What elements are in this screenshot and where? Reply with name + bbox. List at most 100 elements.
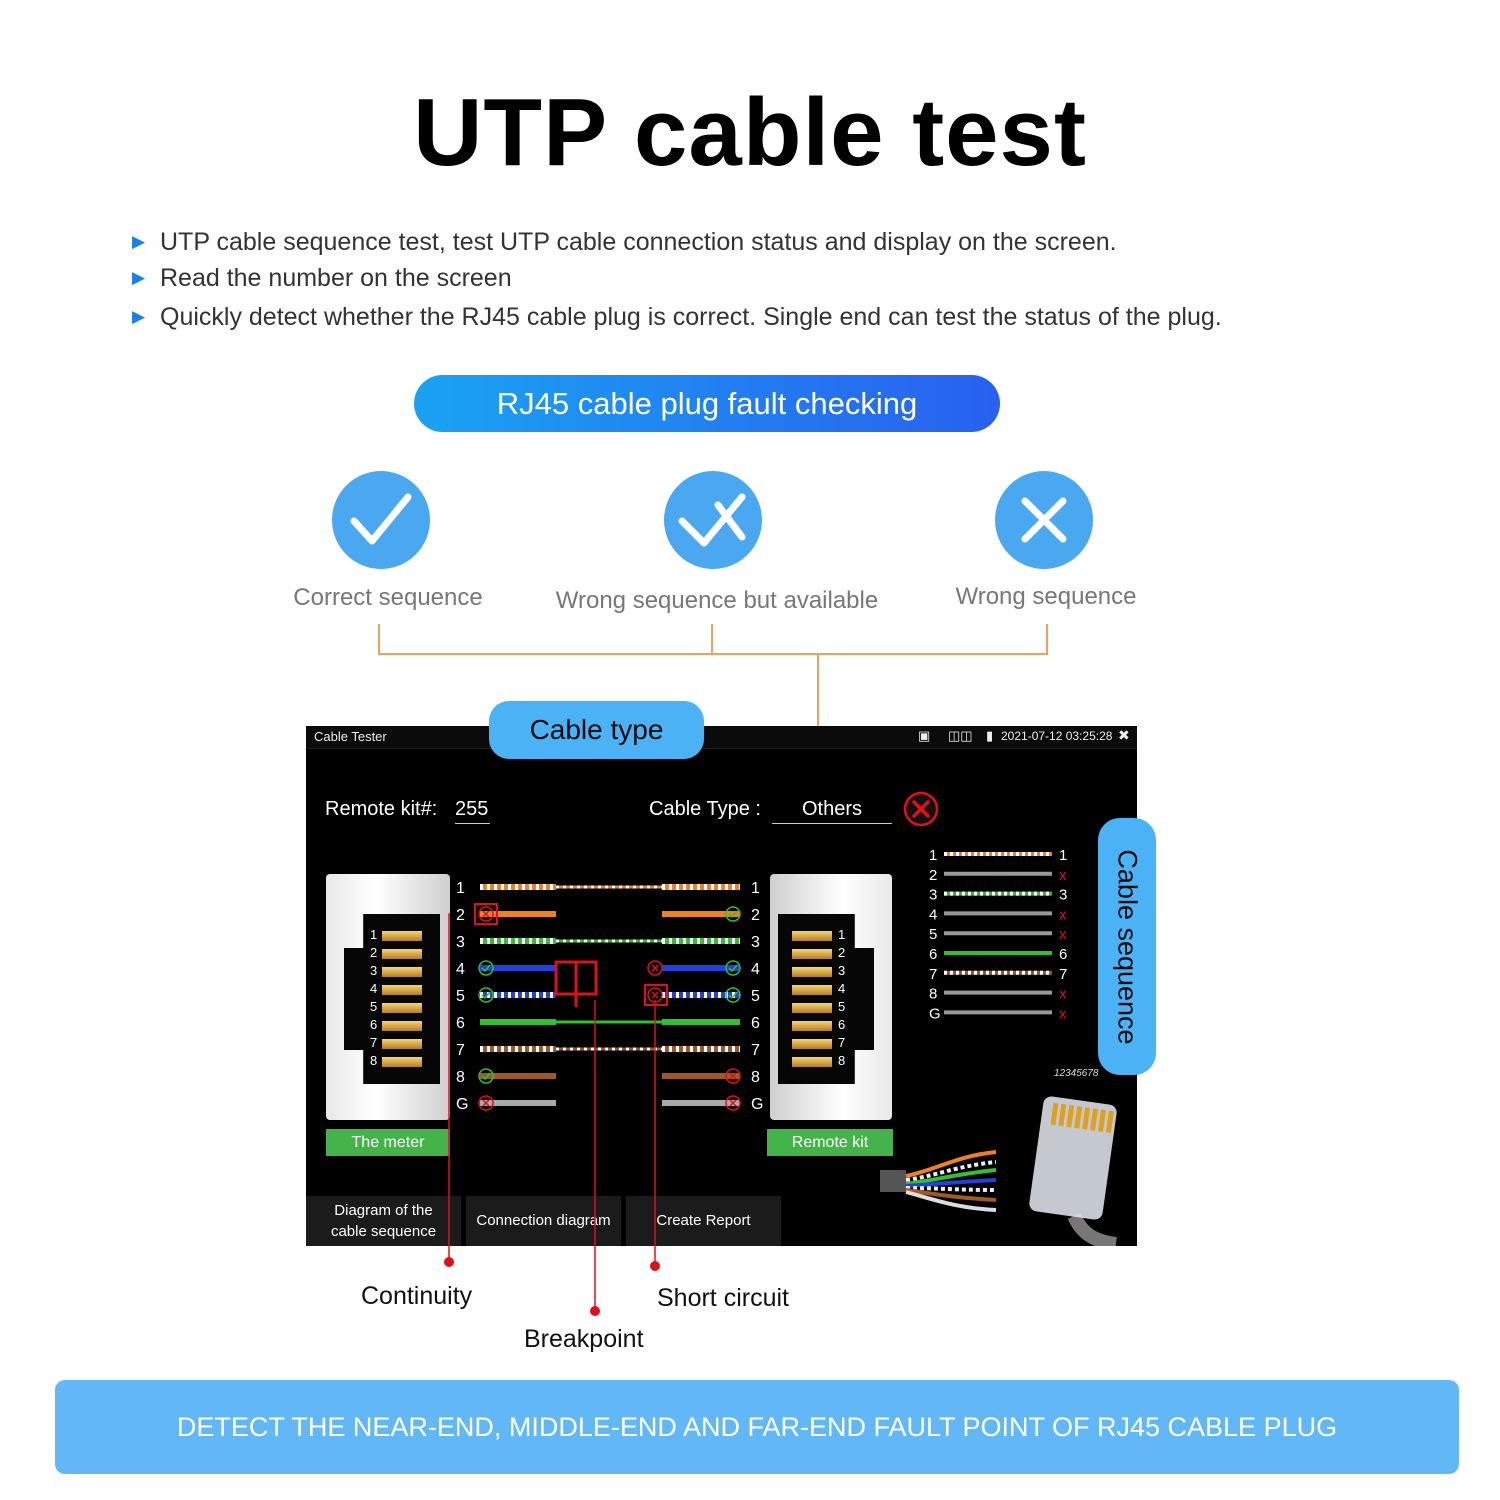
connector-pin-number: 6: [838, 1017, 846, 1032]
connector-pin-number: 3: [838, 963, 846, 978]
image-icon: ▣: [918, 728, 931, 743]
connector-pin: 3: [788, 963, 868, 980]
pin-number-right: 8: [751, 1069, 760, 1086]
connector-pin-number: 2: [838, 945, 846, 960]
correct-sequence-badge: [332, 471, 430, 569]
connector-pin-number: 1: [838, 927, 846, 942]
pin-number-right: 3: [751, 934, 760, 951]
pin-number-right: 5: [751, 988, 760, 1005]
pin-number-right: 4: [751, 961, 760, 978]
check-icon: [350, 493, 412, 545]
tab-label-line1: Diagram of the: [334, 1202, 433, 1219]
bottom-banner: DETECT THE NEAR-END, MIDDLE-END AND FAR-…: [55, 1380, 1459, 1474]
bullet-text: Read the number on the screen: [160, 264, 512, 292]
connector-pin-number: 5: [370, 999, 378, 1014]
app-title: Cable Tester: [314, 729, 387, 744]
tab-create-report[interactable]: Create Report: [626, 1196, 781, 1246]
bullet-text: UTP cable sequence test, test UTP cable …: [160, 228, 1117, 256]
screen-icons: ◫◫: [948, 728, 973, 743]
connector-pin: 4: [788, 981, 868, 998]
check-cross-icon: [678, 493, 746, 547]
error-x-icon: [903, 791, 939, 827]
close-icon[interactable]: ✖: [1118, 727, 1130, 743]
pin-number-left: 6: [456, 1015, 465, 1032]
status-label-wrong: Wrong sequence: [955, 583, 1137, 610]
sequence-left-number: 6: [929, 946, 937, 963]
connector-pin-number: 4: [370, 981, 378, 996]
sequence-right-value: x: [1059, 986, 1067, 1003]
sequence-right-value: x: [1059, 867, 1067, 884]
connector-pin-number: 4: [838, 981, 846, 996]
sequence-right-value: x: [1059, 1005, 1067, 1022]
cable-sequence-callout: Cable sequence: [1098, 818, 1156, 1075]
fault-checking-pill: RJ45 cable plug fault checking: [414, 375, 1000, 432]
sequence-left-number: 8: [929, 986, 937, 1003]
short-circuit-caption: Short circuit: [657, 1284, 789, 1312]
fault-x-icon: [725, 1068, 741, 1084]
rj45-plug-image: 12345678: [880, 1068, 1118, 1246]
ok-check-icon: [478, 960, 494, 976]
status-label-wrong-available: Wrong sequence but available: [555, 587, 879, 614]
breakpoint-caption: Breakpoint: [524, 1325, 644, 1353]
meter-label[interactable]: The meter: [326, 1129, 450, 1156]
pin-number-left: 1: [456, 880, 465, 897]
remote-kit-value[interactable]: 255: [455, 798, 491, 824]
connector-pin-number: 7: [370, 1035, 378, 1050]
connector-pin-number: 7: [838, 1035, 846, 1050]
sequence-right-value: 6: [1059, 946, 1067, 963]
connector-pin: 1: [366, 927, 446, 944]
pin-number-left: 7: [456, 1042, 465, 1059]
tab-cable-sequence-diagram[interactable]: Diagram of the cable sequence: [306, 1196, 461, 1246]
pin-number-right: 7: [751, 1042, 760, 1059]
cross-icon: [1021, 497, 1067, 543]
short-circuit-fault-box: [644, 984, 668, 1006]
sequence-left-number: 1: [929, 847, 937, 864]
datetime: 2021-07-12 03:25:28: [1001, 729, 1113, 743]
sequence-left-number: 3: [929, 887, 937, 904]
sequence-right-value: x: [1059, 926, 1067, 943]
connector-pin: 6: [788, 1017, 868, 1034]
cable-type-callout: Cable type: [489, 701, 704, 759]
connector-pin-number: 8: [838, 1053, 846, 1068]
status-label-correct: Correct sequence: [293, 584, 483, 611]
sequence-left-number: G: [929, 1005, 941, 1022]
bullet-item: ▶ UTP cable sequence test, test UTP cable…: [132, 228, 1117, 257]
connector-pin: 7: [788, 1035, 868, 1052]
triangle-bullet-icon: ▶: [132, 307, 146, 326]
ok-check-icon: [725, 960, 741, 976]
plug-code: 12345678: [1054, 1068, 1099, 1079]
tab-label-line2: cable sequence: [330, 1223, 437, 1240]
sequence-right-value: x: [1059, 906, 1067, 923]
remote-kit-label: Remote kit#:: [325, 798, 438, 820]
pin-number-left: 4: [456, 961, 465, 978]
connector-pin: 5: [366, 999, 446, 1016]
fault-x-icon: [478, 906, 494, 922]
connector-pin-number: 2: [370, 945, 378, 960]
cable-type-value[interactable]: Others: [772, 798, 892, 824]
ok-check-icon: [478, 1068, 494, 1084]
page-title: UTP cable test: [413, 79, 1087, 186]
pin-number-left: 3: [456, 934, 465, 951]
fault-x-icon: [478, 1095, 494, 1111]
triangle-bullet-icon: ▶: [132, 232, 146, 251]
continuity-fault-box: [474, 903, 498, 925]
continuity-caption: Continuity: [361, 1282, 473, 1310]
connector-pin-number: 8: [370, 1053, 378, 1068]
wrong-but-available-badge: [664, 471, 762, 569]
remote-kit-label[interactable]: Remote kit: [767, 1129, 893, 1156]
sequence-left-number: 4: [929, 906, 937, 923]
ok-check-icon: [478, 987, 494, 1003]
pin-number-left: 5: [456, 988, 465, 1005]
connector-pin: 5: [788, 999, 868, 1016]
triangle-bullet-icon: ▶: [132, 268, 146, 287]
pin-number-right: G: [751, 1096, 763, 1113]
connector-pin: 1: [788, 927, 868, 944]
battery-icon: ▮: [986, 728, 994, 743]
connector-pin-number: 6: [370, 1017, 378, 1032]
sequence-right-value: 3: [1059, 887, 1067, 904]
bullet-item: ▶ Read the number on the screen: [132, 264, 512, 293]
